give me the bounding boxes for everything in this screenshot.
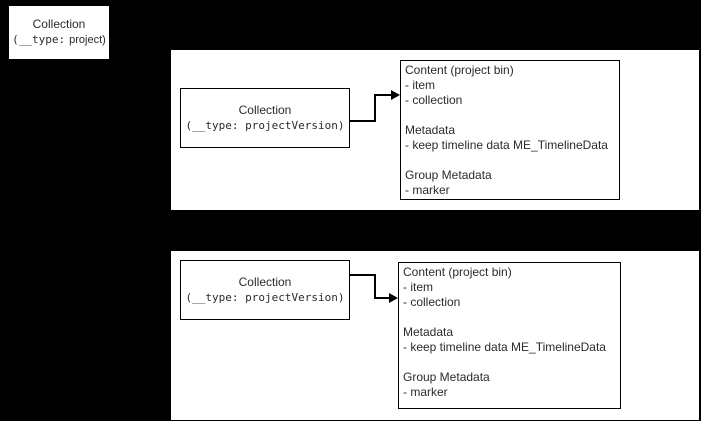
content-line: - keep timeline data ME_TimelineData (403, 340, 606, 354)
type-value-text: project) (69, 34, 106, 46)
node-collection-projectversion-2[interactable]: Collection (__type: projectVersion) (180, 260, 350, 320)
content-line: Metadata (403, 325, 454, 339)
content-line (405, 108, 619, 123)
node-content-details-1[interactable]: Content (project bin) - item - collectio… (400, 60, 620, 200)
content-line: - keep timeline data ME_TimelineData (405, 138, 608, 152)
content-line: - item (405, 78, 435, 92)
type-prefix-text: (__type: (12, 33, 66, 46)
content-line: - marker (403, 385, 448, 399)
node-collection-projectversion-1[interactable]: Collection (__type: projectVersion) (180, 88, 350, 148)
content-line: - marker (405, 183, 450, 197)
node-title: Collection (238, 275, 292, 289)
content-line: Content (project bin) (405, 63, 514, 77)
content-line: Content (project bin) (403, 265, 512, 279)
content-line: - collection (405, 93, 463, 107)
node-collection-project[interactable]: Collection (__type:project) (8, 5, 110, 60)
content-line: Metadata (405, 123, 456, 137)
node-title: Collection (32, 17, 86, 31)
content-line (403, 310, 620, 325)
node-type-line: (__type: projectVersion) (185, 119, 345, 132)
content-line (403, 355, 620, 370)
group-panel-1[interactable]: Collection (__type: projectVersion) Cont… (171, 50, 699, 210)
content-line: Group Metadata (403, 370, 490, 384)
node-type-line: (__type: projectVersion) (185, 291, 345, 304)
node-title: Collection (238, 103, 292, 117)
content-line: - item (403, 280, 433, 294)
content-line (405, 153, 619, 168)
content-line: - collection (403, 295, 461, 309)
node-content-details-2[interactable]: Content (project bin) - item - collectio… (398, 262, 621, 409)
node-type-line: (__type:project) (12, 32, 106, 48)
content-line: Group Metadata (405, 168, 492, 182)
group-panel-2[interactable]: Collection (__type: projectVersion) Cont… (171, 251, 699, 420)
